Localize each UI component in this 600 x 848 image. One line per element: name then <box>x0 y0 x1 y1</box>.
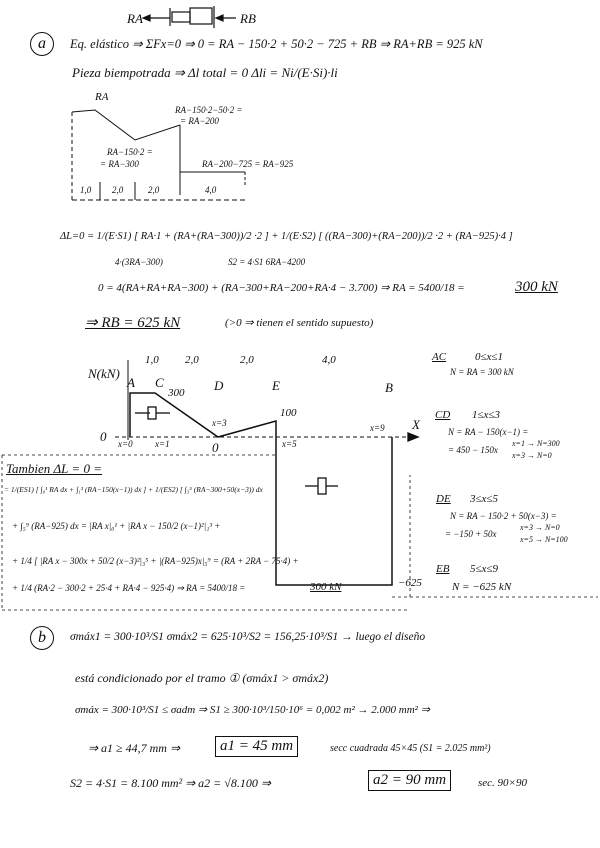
eq1-sub1: 4·(3RA−300) <box>115 257 163 267</box>
seg-de-range: 3≤x≤5 <box>470 493 498 505</box>
span-1: 1,0 <box>145 354 159 366</box>
part-b-l5: S2 = 4·S1 = 8.100 mm² ⇒ a2 = √8.100 ⇒ <box>70 776 271 790</box>
a2-result-box: a2 = 90 mm <box>368 770 452 791</box>
part-b-l1: σmáx1 = 300·10³/S1 σmáx2 = 625·10³/S2 = … <box>70 631 426 643</box>
tambien-l2: + ∫₅⁹ (RA−925) dx = |RA x|₀¹ + |RA x − 1… <box>12 521 221 531</box>
ra-equation: 0 = 4(RA+RA+RA−300) + (RA−300+RA−200+RA·… <box>98 282 465 294</box>
tambien-l4: + 1/4 (RA·2 − 300·2 + 25·4 + RA·4 − 925·… <box>12 583 246 593</box>
part-b-l5-note: sec. 90×90 <box>478 777 527 789</box>
rb-note: (>0 ⇒ tienen el sentido supuesto) <box>225 317 374 329</box>
x3-label: x=3 <box>212 418 227 428</box>
seg-cd-eq2: = 450 − 150x <box>448 445 498 455</box>
point-d: D <box>214 378 224 393</box>
span-3: 2,0 <box>240 354 254 366</box>
seg-eb-name: EB <box>436 563 450 575</box>
point-a: A <box>127 375 135 390</box>
eq1-sub2: S2 = 4·S1 6RA−4200 <box>228 257 306 267</box>
seg-ac-range: 0≤x≤1 <box>475 351 503 363</box>
delta-l-equation: ΔL=0 = 1/(E·S1) [ RA·1 + (RA+(RA−300))/2… <box>60 231 513 242</box>
point-c: C <box>155 375 164 390</box>
bar-sketch <box>141 6 236 28</box>
tambien-title: Tambien ΔL = 0 = <box>6 461 102 476</box>
axial-sketch <box>71 109 248 201</box>
part-b-l3: σmáx = 300·10³/S1 ≤ σadm ⇒ S1 ≥ 300·10³/… <box>75 704 430 716</box>
seg-cd-c1: x=1 → N=300 <box>512 439 560 448</box>
part-b-l2: está condicionado por el tramo ① (σmáx1 … <box>75 671 329 685</box>
x5-label: x=5 <box>282 439 297 449</box>
seg-cd-eq: N = RA − 150(x−1) = <box>448 427 529 437</box>
compatibility-line: Pieza biempotrada ⇒ Δl total = 0 Δli = N… <box>72 65 338 80</box>
ra-label: RA <box>127 11 143 26</box>
diag-d1: 1,0 <box>80 185 92 195</box>
seg-de-eq: N = RA − 150·2 + 50(x−3) = <box>450 511 557 521</box>
part-b-l4: ⇒ a1 ≥ 44,7 mm ⇒ <box>88 741 181 755</box>
seg-de-name: DE <box>436 493 451 505</box>
value-300: 300 <box>168 387 185 399</box>
x9-label: x=9 <box>370 423 385 433</box>
point-e: E <box>272 378 280 393</box>
span-4: 4,0 <box>322 354 336 366</box>
diag-l1b: = RA−200 <box>180 116 219 126</box>
rb-label: RB <box>240 11 256 26</box>
x0-label: x=0 <box>118 439 133 449</box>
seg-eb-range: 5≤x≤9 <box>470 563 498 575</box>
diag-d4: 4,0 <box>205 185 217 195</box>
part-b-marker: b <box>30 626 54 650</box>
a1-result-box: a1 = 45 mm <box>215 736 299 757</box>
seg-de-eq2: = −150 + 50x <box>445 529 497 539</box>
x-axis-label: X <box>412 417 420 432</box>
point-b: B <box>385 380 393 395</box>
diag-d2: 2,0 <box>112 185 124 195</box>
ra-result: 300 kN <box>515 279 558 295</box>
value-625: −625 <box>398 577 422 589</box>
rb-result: ⇒ RB = 625 kN <box>85 315 181 331</box>
diag-l1: RA−150·2−50·2 = <box>175 105 243 115</box>
diag-l2: RA−150·2 = <box>107 147 153 157</box>
tambien-result: 300 kN <box>310 581 342 593</box>
diag-l2b: = RA−300 <box>100 159 139 169</box>
n-axis-label: N(kN) <box>88 366 120 381</box>
equilibrium-line: Eq. elástico ⇒ ΣFx=0 ⇒ 0 = RA − 150·2 + … <box>70 37 483 51</box>
part-b-l4-note: secc cuadrada 45×45 (S1 = 2.025 mm²) <box>330 743 491 754</box>
value-100: 100 <box>280 407 297 419</box>
tambien-l3: + 1/4 [ |RA x − 300x + 50/2 (x−3)²|₃⁵ + … <box>12 556 299 566</box>
diag-d3: 2,0 <box>148 185 160 195</box>
seg-cd-c2: x=3 → N=0 <box>512 451 552 460</box>
seg-ac-eq: N = RA = 300 kN <box>450 367 514 377</box>
seg-cd-range: 1≤x≤3 <box>472 409 500 421</box>
seg-de-c1: x=3 → N=0 <box>520 523 560 532</box>
seg-eb-eq: N = −625 kN <box>452 581 512 593</box>
n-diagram <box>1 360 598 611</box>
diag-ra: RA <box>95 91 109 103</box>
diag-l3: RA−200−725 = RA−925 <box>202 159 294 169</box>
seg-ac-name: AC <box>432 351 447 363</box>
value-0: 0 <box>212 440 219 455</box>
span-2: 2,0 <box>185 354 199 366</box>
seg-de-c2: x=5 → N=100 <box>520 535 568 544</box>
seg-cd-name: CD <box>435 409 451 421</box>
origin-0: 0 <box>100 429 107 444</box>
x1-label: x=1 <box>155 439 170 449</box>
part-a-marker: a <box>30 32 54 56</box>
tambien-l1: = 1/(ES1) [ ∫₀¹ RA dx + ∫₁³ (RA−150(x−1)… <box>4 485 263 494</box>
